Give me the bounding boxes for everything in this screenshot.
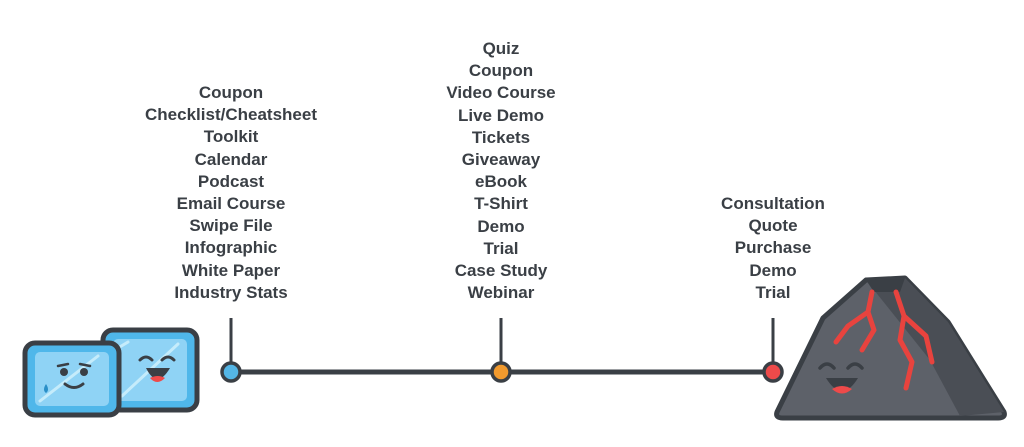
stage-right-item: Trial (755, 282, 791, 302)
stage-middle-item: Trial (483, 238, 519, 258)
stage-middle-item: Video Course (446, 83, 556, 103)
stage-middle-item: Webinar (467, 283, 535, 303)
stage-middle-item: Demo (477, 216, 525, 236)
stage-middle-item: Live Demo (458, 105, 544, 125)
stage-left-item: White Paper (181, 260, 281, 280)
stage-left-item: Podcast (197, 171, 265, 191)
stage-left-item: Infographic (184, 238, 278, 258)
stage-left-item: Email Course (176, 194, 286, 214)
stage-middle-item: Quiz (482, 39, 520, 58)
volcano-icon (774, 275, 1007, 421)
stage-middle-item: Case Study (454, 261, 548, 281)
node-right (762, 361, 784, 383)
stage-middle-item: eBook (475, 172, 527, 192)
stage-middle-item: T-Shirt (474, 194, 528, 214)
node-middle (490, 361, 512, 383)
stage-left-item: Toolkit (203, 127, 259, 147)
stage-left-item: Calendar (194, 149, 268, 169)
node-left (220, 361, 242, 383)
stage-middle-item: Giveaway (461, 150, 541, 170)
stage-left-item: Checklist/Cheatsheet (145, 105, 317, 125)
stage-right-item: Purchase (734, 238, 812, 258)
ice-cubes-icon (22, 327, 200, 418)
stage-left-item: Industry Stats (174, 282, 288, 302)
stage-right-item: Demo (749, 260, 797, 280)
stage-middle-item: Tickets (471, 127, 531, 147)
stage-left-item: Coupon (198, 83, 264, 102)
stage-middle-item: Coupon (468, 61, 534, 81)
stage-left-item: Swipe File (189, 216, 273, 236)
stage-right-item: Consultation (721, 194, 825, 213)
stage-right-item: Quote (748, 216, 798, 236)
